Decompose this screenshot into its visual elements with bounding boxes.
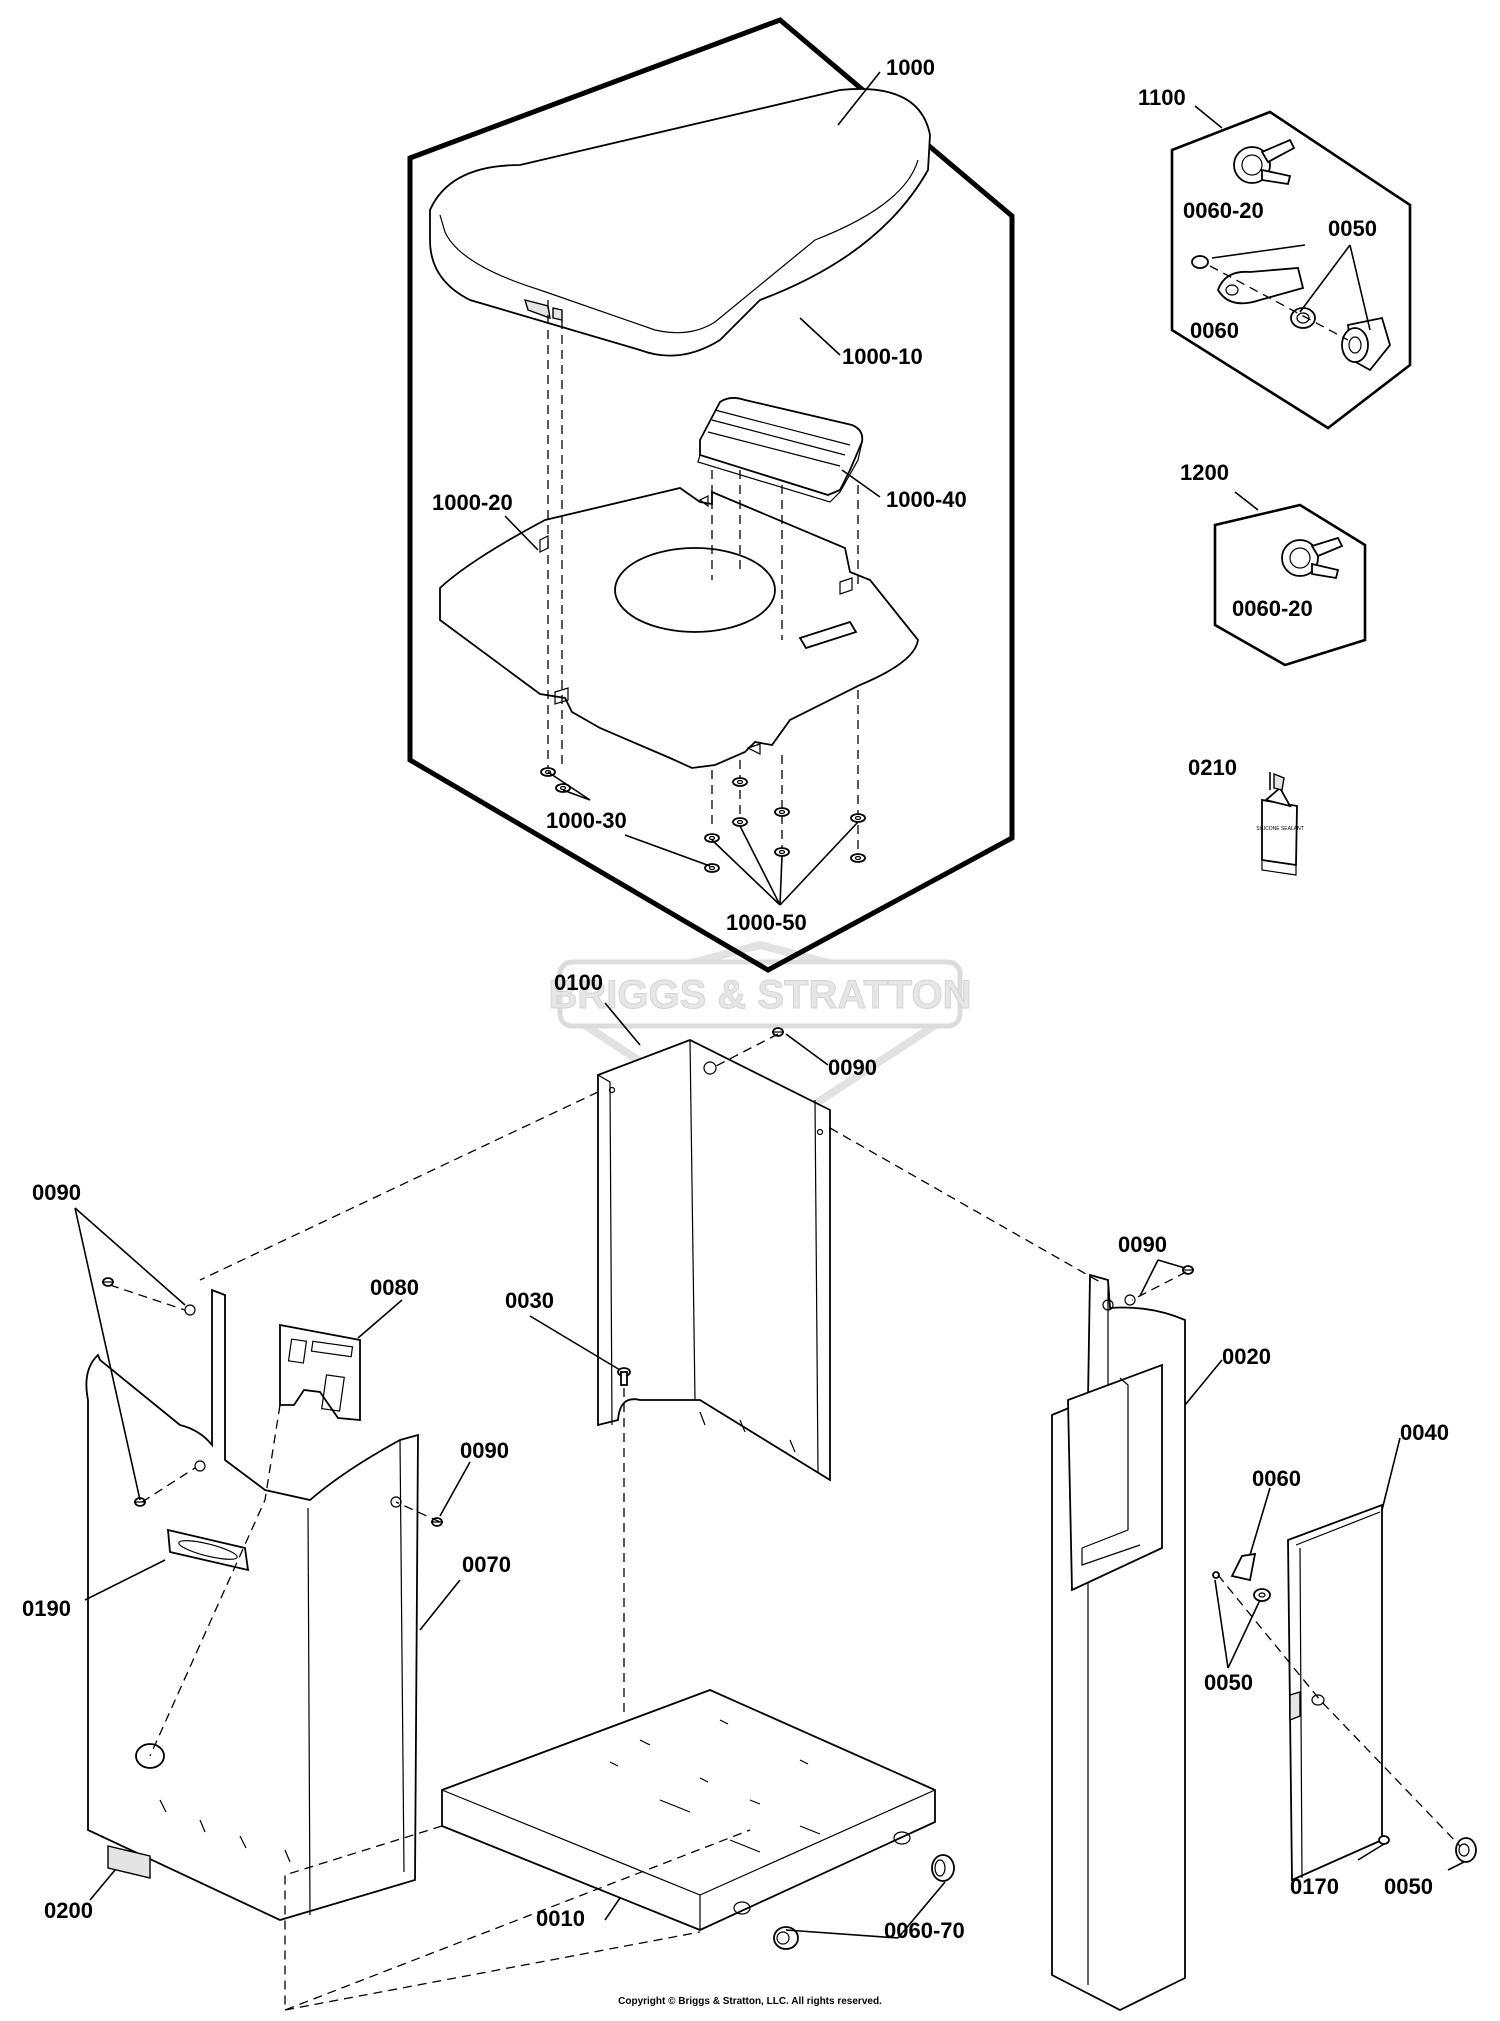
part-0100-center-panel	[597, 1039, 831, 1482]
kit-1200-leaders	[1234, 491, 1259, 511]
callout-1200: 1200	[1180, 460, 1229, 485]
plug-0060-70-a	[931, 1854, 955, 1882]
callout-0020: 0020	[1222, 1344, 1271, 1369]
plug-0060-70-b	[773, 1926, 799, 1950]
callout-1100-0060: 0060	[1190, 318, 1239, 343]
callout-0010: 0010	[536, 1906, 585, 1931]
washer-0050-b	[1253, 1588, 1271, 1602]
callout-0090-right: 0090	[1118, 1232, 1167, 1257]
callout-1100: 1100	[1138, 85, 1186, 110]
washer-1000-50-f	[850, 813, 866, 823]
kit-1100-leaders	[1194, 105, 1371, 331]
callout-0100: 0100	[554, 970, 603, 995]
callout-1200-0060-20: 0060-20	[1232, 596, 1313, 621]
lower-leaders	[74, 1002, 1465, 1939]
tube-label-text: SILICONE SEALANT	[1256, 826, 1304, 832]
callout-0090-top: 0090	[828, 1055, 877, 1080]
screw-0030	[617, 1367, 631, 1386]
callout-0190: 0190	[22, 1596, 71, 1621]
copyright-notice: Copyright © Briggs & Stratton, LLC. All …	[618, 1996, 882, 2007]
washer-1000-50-c	[732, 817, 748, 827]
callout-0040: 0040	[1400, 1420, 1449, 1445]
kit-1200-frame	[1213, 503, 1367, 667]
part-0070-left-panel	[85, 1288, 419, 1921]
callout-1000-20: 1000-20	[432, 490, 513, 515]
callout-0200: 0200	[44, 1898, 93, 1923]
callout-0210: 0210	[1188, 755, 1237, 780]
washer-1000-50-b	[732, 777, 748, 787]
screw-0090-left-b	[134, 1497, 146, 1507]
washer-1000-50-d	[774, 807, 790, 817]
callout-1000-40: 1000-40	[886, 487, 967, 512]
callout-0090-left: 0090	[32, 1180, 81, 1205]
callout-0050-latch: 0050	[1384, 1874, 1433, 1899]
part-0080-bracket	[279, 1323, 361, 1421]
key-lock-0060-20-kit-1200	[1281, 536, 1344, 580]
callout-labels: 1000 1000-10 1000-20 1000-30 1000-40 100…	[22, 55, 1449, 1943]
kit-1000-leaders	[504, 71, 881, 906]
washer-0050-a	[1212, 1571, 1220, 1579]
watermark-text: BRIGGS & STRATTON	[549, 973, 972, 1017]
callout-1000-50: 1000-50	[726, 910, 807, 935]
callout-0070: 0070	[462, 1552, 511, 1577]
callout-0060: 0060	[1252, 1466, 1301, 1491]
screw-0090-mid	[431, 1517, 443, 1527]
callout-1000-10: 1000-10	[842, 344, 923, 369]
washer-1000-50-a	[704, 833, 720, 843]
callout-0030: 0030	[505, 1288, 554, 1313]
part-0200-label	[107, 1845, 151, 1879]
key-lock-0060-20	[1233, 138, 1296, 186]
kit-1100-parts	[1191, 138, 1391, 372]
lower-assembly-lines	[109, 1033, 1187, 2011]
callout-0090-mid: 0090	[460, 1438, 509, 1463]
nut-1000-30-b	[555, 783, 571, 793]
callout-1100-0050: 0050	[1328, 216, 1377, 241]
part-0190-logo-decal	[166, 1528, 250, 1572]
screws-0090	[102, 1027, 1194, 1527]
part-0040-door	[1287, 1503, 1383, 1882]
part-1000-10-cover-lid	[429, 88, 931, 357]
nut-0060	[1191, 255, 1209, 269]
screw-0090-left-a	[102, 1277, 114, 1287]
part-1000-20-base-plate	[439, 487, 919, 769]
part-0010-base	[441, 1689, 936, 1931]
part-0210-sealant-tube: SILICONE SEALANT	[1256, 772, 1304, 876]
callout-1000: 1000	[886, 55, 935, 80]
part-0020-right-panel	[1051, 1273, 1186, 2012]
callout-0060-70: 0060-70	[884, 1918, 965, 1943]
screw-0090-top	[772, 1027, 784, 1037]
kit-1200-parts	[1281, 536, 1344, 580]
briggs-stratton-watermark: BRIGGS & STRATTON	[548, 940, 972, 1145]
lock-cylinder-0050	[1341, 316, 1391, 372]
callout-0080: 0080	[370, 1275, 419, 1300]
cam-latch-0060	[1217, 267, 1305, 305]
washer-1000-50-g	[850, 853, 866, 863]
kit-1000-assembly-lines	[547, 300, 859, 855]
lock-cylinder-0050-latch	[1455, 1837, 1477, 1863]
kit-1000-frame	[407, 17, 1015, 973]
callout-1100-0060-20: 0060-20	[1183, 198, 1264, 223]
callout-0050-door: 0050	[1204, 1670, 1253, 1695]
part-1000-40-vent-cover	[697, 397, 864, 503]
washer-1000-50-e	[774, 847, 790, 857]
callout-1000-30: 1000-30	[546, 808, 627, 833]
callout-0170: 0170	[1290, 1874, 1339, 1899]
washer-0170	[1378, 1835, 1390, 1845]
latch-0060	[1230, 1552, 1257, 1582]
